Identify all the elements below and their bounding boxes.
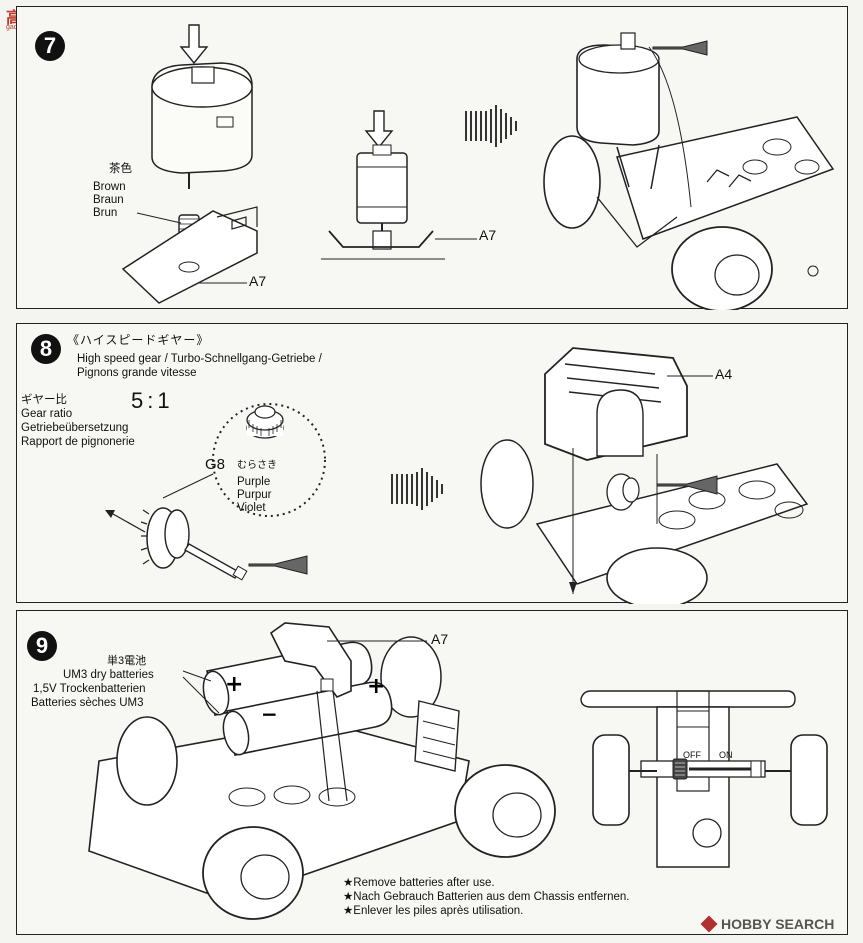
gear-ratio-label-en: Gear ratio bbox=[21, 408, 73, 420]
color-label-de: Braun bbox=[93, 194, 124, 206]
gear-ratio-label-de: Getriebeübersetzung bbox=[21, 422, 129, 434]
svg-text:−: − bbox=[261, 702, 278, 726]
step-title-line1: High speed gear / Turbo-Schnellgang-Getr… bbox=[77, 353, 322, 365]
part-label-a7-mid: A7 bbox=[479, 227, 497, 243]
step-number-badge: 9 bbox=[27, 631, 57, 661]
step-8-illustration bbox=[105, 347, 809, 604]
gear-color-fr: Violet bbox=[237, 502, 266, 514]
color-label-jp: 茶色 bbox=[109, 163, 132, 175]
battery-label-de: 1,5V Trockenbatterien bbox=[33, 683, 146, 695]
gear-ratio-label-jp: ギヤー比 bbox=[21, 394, 67, 406]
gear-ratio-label-fr: Rapport de pignonerie bbox=[21, 436, 135, 448]
color-label-en: Brown bbox=[93, 181, 126, 193]
part-label-a7: A7 bbox=[431, 631, 449, 647]
gear-color-jp: むらさき bbox=[237, 460, 277, 471]
note-fr: ★Enlever les piles après utilisation. bbox=[343, 905, 524, 917]
switch-on-label: ON bbox=[719, 750, 733, 760]
battery-label-jp: 単3電池 bbox=[107, 655, 147, 667]
gear-color-en: Purple bbox=[237, 476, 271, 488]
gear-color-de: Purpur bbox=[237, 489, 272, 501]
step-9-panel: + + − 9 単3電池 UM3 dry batteries 1,5V Troc… bbox=[16, 610, 848, 935]
svg-text:+: + bbox=[367, 674, 385, 699]
note-en: ★Remove batteries after use. bbox=[343, 877, 495, 889]
step-7-illustration bbox=[121, 24, 835, 310]
battery-label-fr: Batteries sèches UM3 bbox=[31, 697, 144, 709]
part-label-a7: A7 bbox=[249, 273, 267, 289]
gear-part-label: G8 bbox=[205, 456, 226, 473]
part-label-a4: A4 bbox=[715, 366, 733, 382]
hobby-search-brand: HOBBY SEARCH bbox=[721, 916, 835, 932]
step-number-badge: 7 bbox=[35, 31, 65, 61]
note-de: ★Nach Gebrauch Batterien aus dem Chassis… bbox=[343, 891, 630, 903]
step-title-jp: 《ハイスピードギヤー》 bbox=[67, 333, 210, 347]
hobby-search-logo-icon bbox=[700, 915, 718, 933]
svg-text:+: + bbox=[225, 672, 243, 697]
switch-off-label: OFF bbox=[683, 750, 701, 760]
step-8-panel: 8 《ハイスピードギヤー》 High speed gear / Turbo-Sc… bbox=[16, 323, 848, 604]
step-title-line2: Pignons grande vitesse bbox=[77, 367, 197, 379]
step-number-badge: 8 bbox=[31, 334, 61, 364]
battery-label-en: UM3 dry batteries bbox=[63, 669, 154, 681]
gear-ratio-value: 5:1 bbox=[131, 388, 174, 413]
hobby-search-watermark: HOBBY SEARCH bbox=[700, 915, 835, 933]
step-9-illustration: + + − bbox=[88, 622, 828, 920]
color-label-fr: Brun bbox=[93, 207, 118, 219]
step-7-panel: 7 茶色 Brown Braun Brun A7 A7 bbox=[16, 6, 848, 310]
